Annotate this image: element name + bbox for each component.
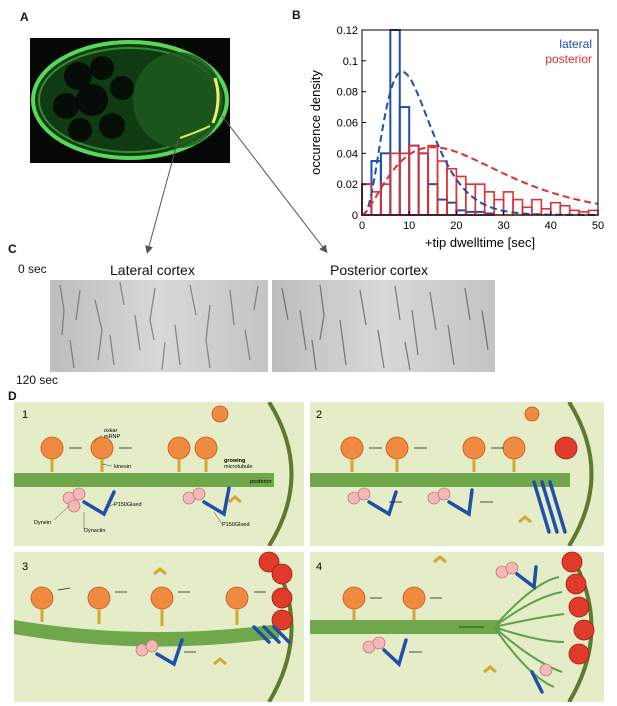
fit-curve-posterior	[361, 146, 599, 216]
xtick-label-1: 10	[403, 220, 415, 232]
kymographs	[50, 280, 495, 372]
y-axis-label: occurence density	[308, 70, 323, 175]
bar-lateral-6	[417, 152, 430, 216]
bar-posterior-13	[483, 191, 495, 216]
bar-posterior-4	[398, 152, 411, 216]
ytick-label-2: 0.04	[337, 148, 358, 160]
bar-posterior-11	[465, 183, 477, 216]
bar-lateral-3	[389, 29, 401, 216]
subpanel-4: 4	[316, 561, 322, 573]
bar-lateral-8	[436, 198, 448, 216]
ytick-label-3: 0.06	[337, 118, 358, 130]
posterior-cortex-title: Posterior cortex	[330, 262, 429, 278]
panel-label-c: C	[8, 242, 17, 256]
bar-lateral-9	[445, 201, 458, 217]
ytick-label-1: 0.02	[337, 179, 358, 191]
bar-lateral-5	[408, 144, 420, 216]
bar-posterior-6	[417, 152, 429, 216]
kinesin-label: kinesin	[114, 464, 131, 470]
ytick-label-4: 0.08	[337, 87, 358, 99]
mrnp-label: mRNP	[104, 434, 121, 440]
subpanel-1: 1	[22, 409, 28, 421]
callout-arrows	[145, 115, 328, 254]
panel-label-b: B	[292, 8, 301, 22]
legend-posterior: posterior	[545, 52, 592, 66]
bar-posterior-21	[559, 204, 571, 216]
dwelltime-histogram: 0 0.02 0.04 0.06 0.08 0.1 0.12 0 10 20 30 40 50 +tip …	[308, 25, 604, 250]
panel-label-a: A	[20, 10, 29, 24]
panel-label-d: D	[8, 389, 17, 403]
bar-posterior-18	[531, 198, 543, 216]
xtick-label-4: 40	[545, 220, 557, 232]
bar-posterior-3	[389, 152, 401, 216]
bar-posterior-8	[436, 160, 448, 216]
dynactin-label: Dynactin	[84, 528, 105, 534]
xtick-label-2: 20	[450, 220, 462, 232]
transport-schematic: 1 2 3 4 oskar mRNP kinesin growing micro…	[14, 402, 604, 702]
ytick-label-5: 0.1	[343, 56, 358, 68]
ytick-label-6: 0.12	[337, 25, 358, 37]
subpanel-3: 3	[22, 561, 28, 573]
bar-posterior-20	[550, 201, 562, 216]
lateral-cortex-title: Lateral cortex	[110, 262, 195, 278]
bar-posterior-2	[380, 183, 392, 216]
bar-posterior-7	[427, 144, 439, 216]
x-axis-label: +tip dwelltime [sec]	[425, 235, 535, 250]
bar-posterior-5	[408, 144, 420, 216]
subpanel-2: 2	[316, 409, 322, 421]
microtubule-label: microtubule	[224, 464, 252, 470]
p150-label-left: P150Glued	[114, 502, 142, 508]
xtick-label-0: 0	[359, 220, 365, 232]
ytick-label-0: 0	[352, 210, 358, 222]
egg-chamber-image	[30, 38, 230, 163]
bar-posterior-14	[493, 198, 505, 216]
bar-lateral-7	[427, 183, 439, 217]
p150-label-right: P150Glued	[222, 522, 250, 528]
xtick-label-3: 30	[497, 220, 509, 232]
time-end-label: 120 sec	[16, 373, 59, 387]
oskar-label: oskar	[104, 428, 119, 434]
posterior-label: posterior	[250, 479, 272, 485]
dynein-label: Dynein	[34, 520, 51, 526]
fit-curve-lateral	[361, 70, 598, 216]
legend-lateral: lateral	[559, 37, 592, 51]
xtick-label-5: 50	[592, 220, 604, 232]
time-start-label: 0 sec	[18, 262, 47, 276]
growing-label: growing	[224, 458, 245, 464]
